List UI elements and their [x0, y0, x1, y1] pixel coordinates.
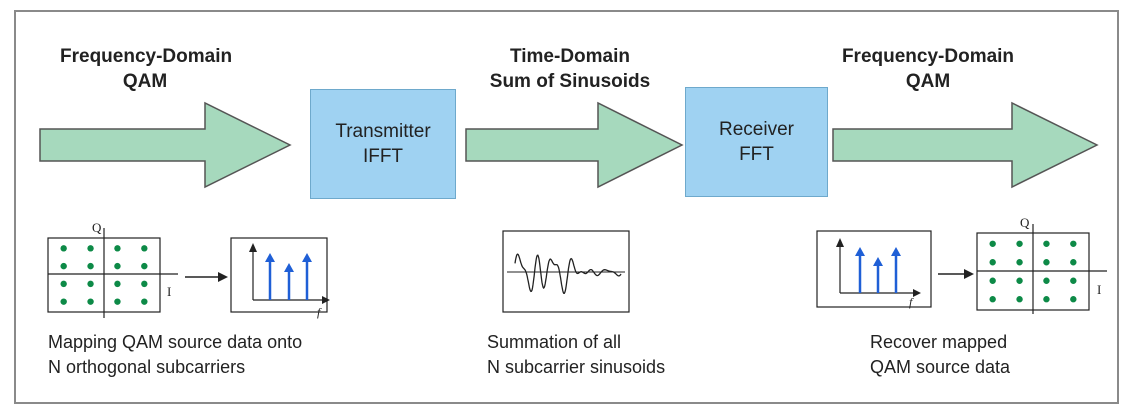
constellation-point	[114, 280, 121, 288]
header-line: QAM	[122, 71, 168, 92]
spectrum-right	[816, 230, 932, 308]
constellation-right-points	[989, 240, 1077, 303]
constellation-point	[141, 280, 148, 288]
constellation-point	[87, 245, 94, 252]
caption-line: N subcarrier sinusoids	[487, 357, 666, 377]
f-axis-label-left: f	[317, 305, 322, 319]
constellation-point	[60, 245, 67, 252]
header-line: Time-Domain	[509, 46, 630, 67]
transmitter-ifft-block: Transmitter IFFT	[310, 89, 456, 199]
constellation-point	[1043, 296, 1050, 303]
map-arrow-right	[938, 269, 974, 279]
flow-arrow-output	[832, 101, 1099, 189]
header-line: Sum of Sinusoids	[489, 71, 651, 92]
constellation-point	[1016, 277, 1023, 284]
q-axis-label-right: Q	[1020, 215, 1030, 230]
constellation-point	[989, 259, 996, 266]
flow-arrow-middle	[465, 101, 684, 189]
constellation-point	[1016, 240, 1023, 247]
caption-line: N orthogonal subcarriers	[48, 357, 246, 377]
constellation-point	[60, 280, 67, 288]
waveform-frame	[502, 230, 630, 313]
caption-summation: Summation of all N subcarrier sinusoids	[487, 330, 665, 380]
header-line: QAM	[905, 71, 951, 92]
f-axis-label-right: f	[909, 295, 914, 309]
constellation-point	[1070, 296, 1077, 303]
constellation-point	[141, 298, 148, 305]
constellation-point	[989, 277, 996, 284]
constellation-point	[1043, 277, 1050, 284]
spectrum-right-subcarriers	[855, 247, 901, 293]
header-time-domain: Time-Domain Sum of Sinusoids	[480, 44, 660, 94]
map-arrow-left	[185, 272, 228, 282]
constellation-point	[1016, 296, 1023, 303]
caption-line: Recover mapped	[870, 332, 1008, 352]
constellation-point	[60, 262, 67, 270]
constellation-point	[1070, 259, 1077, 266]
caption-mapping: Mapping QAM source data onto N orthogona…	[48, 330, 302, 380]
constellation-point	[1070, 277, 1077, 284]
q-axis-label-left: Q	[92, 220, 102, 235]
caption-line: Mapping QAM source data onto	[48, 332, 303, 352]
constellation-point	[87, 280, 94, 288]
constellation-point	[114, 298, 121, 305]
constellation-point	[1016, 259, 1023, 266]
constellation-point	[1043, 259, 1050, 266]
waveform-sum-of-sinusoids	[514, 253, 622, 294]
spectrum-left	[230, 237, 330, 313]
block-label: Receiver	[719, 119, 794, 140]
i-axis-label-left: I	[167, 284, 171, 299]
caption-recover: Recover mapped QAM source data	[870, 330, 1010, 380]
caption-line: Summation of all	[487, 332, 622, 352]
constellation-point	[989, 296, 996, 303]
constellation-point	[87, 262, 94, 270]
block-label: Transmitter	[335, 121, 431, 142]
constellation-point	[114, 245, 121, 252]
constellation-point	[1043, 240, 1050, 247]
flow-arrow-input	[39, 101, 292, 189]
constellation-point	[141, 245, 148, 252]
caption-line: QAM source data	[870, 357, 1011, 377]
header-frequency-domain-output: Frequency-Domain QAM	[838, 44, 1018, 94]
receiver-fft-block: Receiver FFT	[685, 87, 828, 197]
constellation-point	[989, 240, 996, 247]
constellation-left	[47, 228, 178, 318]
constellation-right	[976, 224, 1107, 314]
constellation-point	[1070, 240, 1077, 247]
constellation-point	[87, 298, 94, 305]
i-axis-label-right: I	[1097, 282, 1101, 297]
constellation-point	[141, 262, 148, 270]
diagram-frame	[14, 10, 1119, 404]
header-frequency-domain-input: Frequency-Domain QAM	[60, 44, 233, 94]
constellation-point	[114, 262, 121, 270]
constellation-point	[60, 298, 67, 305]
block-label: IFFT	[362, 146, 404, 167]
header-line: Frequency-Domain	[60, 46, 233, 67]
header-line: Frequency-Domain	[841, 46, 1015, 67]
spectrum-left-subcarriers	[265, 253, 312, 300]
block-label: FFT	[739, 144, 774, 165]
constellation-left-points	[60, 245, 148, 305]
